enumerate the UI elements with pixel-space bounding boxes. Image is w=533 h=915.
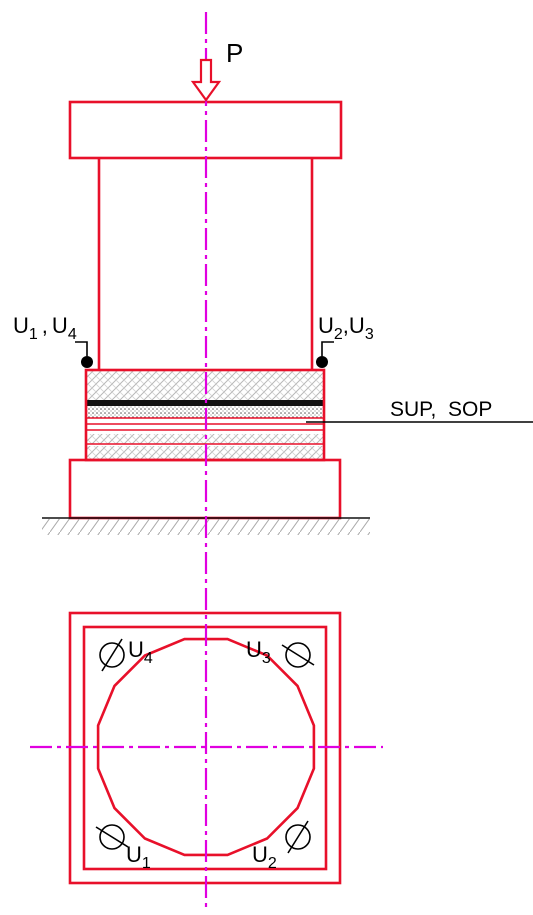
- plan-label-u1: U1: [126, 842, 151, 872]
- gauge-symbol-u3: [281, 642, 315, 668]
- gauge-symbol-u2: [285, 820, 311, 854]
- gauge-label-left: U1,U4: [13, 313, 77, 343]
- gauge-point-left: [81, 356, 93, 368]
- load-label: P: [226, 38, 243, 68]
- plan-column-polygon: [96, 637, 316, 857]
- plan-label-u4: U4: [128, 637, 153, 667]
- gauge-leader-right: [321, 341, 334, 356]
- gauge-point-right: [316, 356, 328, 368]
- plan-label-u3: U3: [246, 637, 271, 667]
- gauge-label-right: U2,U3: [318, 313, 374, 343]
- gauge-symbol-u4: [99, 638, 125, 672]
- load-arrow-icon: [190, 58, 222, 102]
- gauge-leader-left: [75, 341, 88, 356]
- elevation-view: [42, 100, 533, 535]
- layer-label: SUP, SOP: [390, 398, 492, 421]
- gauge-symbol-u1: [95, 824, 129, 850]
- plan-label-u2: U2: [252, 842, 277, 872]
